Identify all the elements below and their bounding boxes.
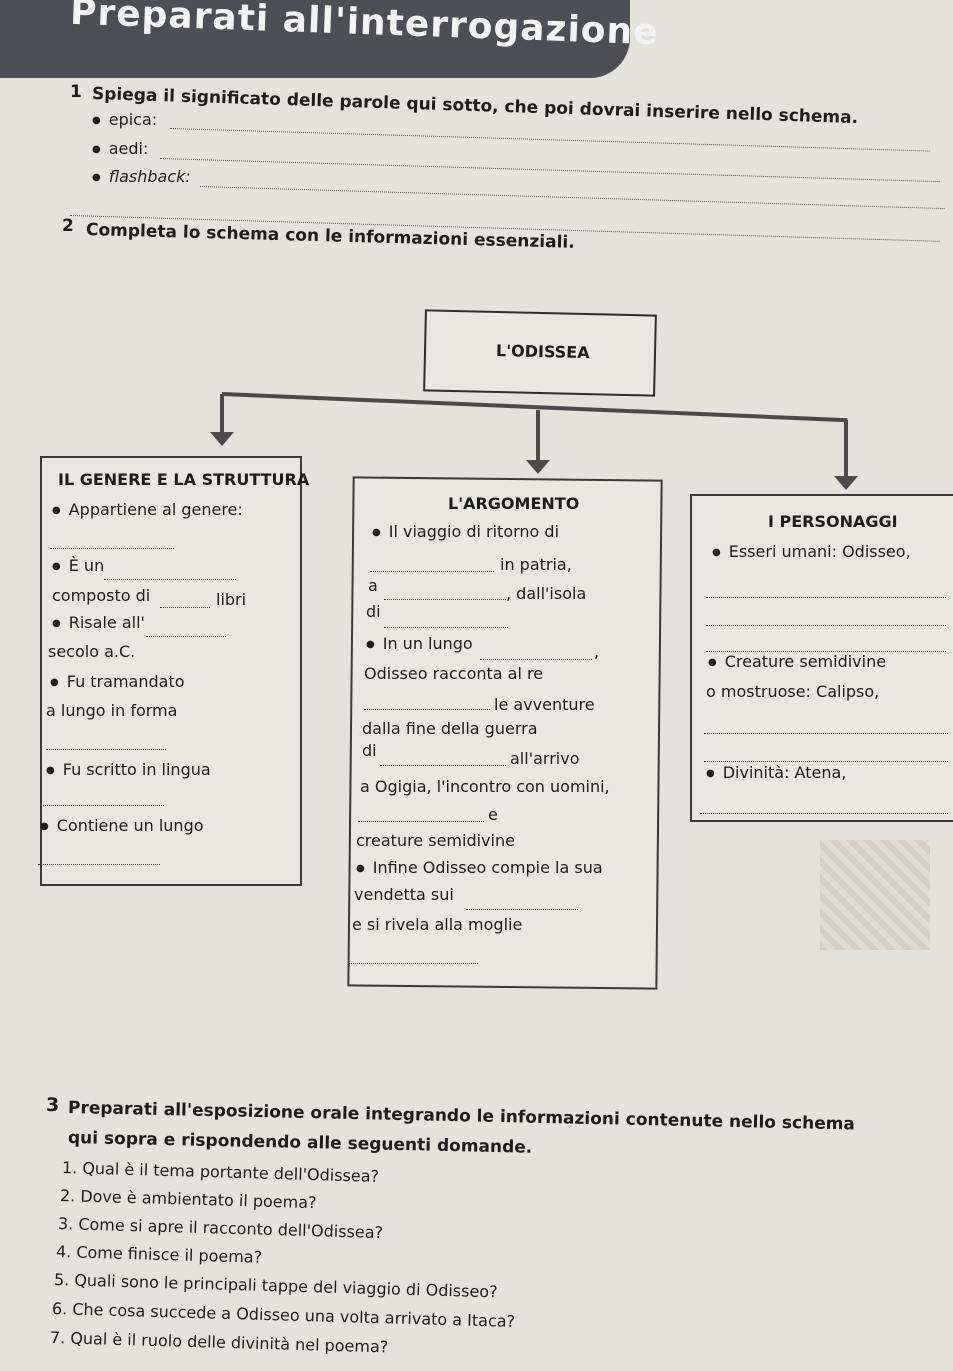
arrow-left (210, 432, 234, 446)
blank-umani-1[interactable] (706, 596, 946, 598)
question-item: 1. Qual è il tema portante dell'Odissea? (61, 1158, 380, 1186)
blank-moglie[interactable] (348, 962, 478, 964)
question-item: 6. Che cosa succede a Odisseo una volta … (51, 1299, 516, 1331)
question-item: 7. Qual è il ruolo delle divinità nel po… (49, 1328, 389, 1357)
exercise-3-instruction-2: qui sopra e rispondendo alle seguenti do… (67, 1128, 533, 1158)
schema-root-title: L'ODISSEA (495, 341, 590, 363)
question-item: 3. Come si apre il racconto dell'Odissea… (57, 1214, 384, 1243)
exercise-3-number: 3 (46, 1094, 60, 1116)
genere-title: IL GENERE E LA STRUTTURA (58, 470, 310, 489)
argomento-line: In un lungo (366, 634, 473, 653)
genere-line: Appartiene al genere: (52, 500, 243, 519)
schema-root-box: L'ODISSEA (423, 309, 657, 397)
blank-lingua[interactable] (40, 804, 164, 806)
exercise-2-number: 2 (62, 216, 74, 236)
argomento-line: dalla fine della guerra (362, 719, 538, 738)
term-epica: epica: (92, 110, 157, 129)
exercise-3-instruction-1: Preparati all'esposizione orale integran… (67, 1098, 856, 1135)
blank-divinita[interactable] (700, 812, 948, 814)
blank-isola[interactable] (384, 626, 508, 628)
exercise-2-instruction: Completa lo schema con le informazioni e… (85, 220, 575, 253)
personaggi-line: Esseri umani: Odisseo, (712, 542, 911, 561)
answer-line-epica[interactable] (169, 128, 930, 152)
exercise-1-instruction: Spiega il significato delle parole qui s… (91, 84, 859, 129)
argomento-line: di (366, 602, 381, 621)
exercise-1-number: 1 (70, 82, 82, 102)
genere-line: composto di (52, 586, 151, 605)
question-item: 5. Quali sono le principali tappe del vi… (53, 1270, 498, 1302)
genere-line: Fu scritto in lingua (46, 760, 211, 779)
blank-patria[interactable] (384, 598, 506, 600)
argomento-line: all'arrivo (510, 749, 580, 768)
argomento-title: L'ARGOMENTO (448, 494, 580, 513)
argomento-line: , (594, 642, 600, 661)
blank-uomini[interactable] (358, 820, 484, 822)
blank-guerra[interactable] (380, 764, 506, 766)
genere-line: a lungo in forma (46, 701, 178, 720)
blank-forma[interactable] (46, 748, 166, 750)
argomento-line: Odisseo racconta al re (364, 664, 544, 683)
argomento-line: vendetta sui (354, 885, 454, 904)
personaggi-line: Creature semidivine (708, 652, 886, 671)
blank-libri[interactable] (160, 606, 210, 608)
genere-line: Fu tramandato (50, 672, 185, 691)
connector-right (844, 420, 848, 478)
question-item: 2. Dove è ambientato il poema? (59, 1186, 317, 1213)
blank-vendetta[interactable] (466, 908, 578, 910)
genere-line: Risale all' (52, 613, 145, 632)
genere-line: Contiene un lungo (40, 816, 204, 835)
qr-code-icon (820, 840, 930, 950)
argomento-line: e (488, 805, 498, 824)
box-genere (40, 456, 302, 886)
blank-tipo[interactable] (104, 578, 236, 580)
personaggi-line: Divinità: Atena, (706, 763, 847, 782)
argomento-line: e si rivela alla moglie (352, 915, 523, 934)
argomento-line: creature semidivine (356, 831, 515, 850)
argomento-line: di (362, 741, 377, 760)
blank-creature-2[interactable] (704, 760, 948, 762)
genere-line: È un (52, 556, 104, 575)
argomento-line: Il viaggio di ritorno di (372, 522, 559, 541)
blank-secolo[interactable] (146, 635, 226, 637)
connector-center (536, 410, 540, 462)
blank-lungo[interactable] (38, 863, 160, 865)
blank-flashback[interactable] (480, 658, 592, 660)
title-band (0, 0, 630, 78)
blank-creature-1[interactable] (704, 732, 948, 734)
connector-left (220, 394, 224, 432)
question-item: 4. Come finisce il poema? (55, 1242, 263, 1267)
blank-re[interactable] (364, 708, 490, 710)
blank-genere[interactable] (50, 547, 174, 549)
genere-line: libri (216, 590, 247, 609)
blank-umani-2[interactable] (706, 624, 946, 626)
term-flashback: flashback: (92, 167, 191, 186)
personaggi-title: I PERSONAGGI (768, 512, 898, 531)
answer-line-flashback[interactable] (199, 186, 945, 210)
blank-eroe[interactable] (370, 570, 494, 572)
argomento-line: Infine Odisseo compie la sua (356, 858, 603, 877)
personaggi-line: o mostruose: Calipso, (706, 682, 880, 701)
argomento-line: le avventure (494, 695, 595, 714)
argomento-line: , dall'isola (506, 584, 587, 603)
arrow-right (834, 476, 858, 490)
connector-horizontal (221, 392, 848, 423)
argomento-line: a Ogigia, l'incontro con uomini, (360, 777, 610, 796)
term-aedi: aedi: (92, 139, 149, 158)
argomento-line: a (368, 576, 378, 595)
argomento-line: in patria, (500, 555, 572, 574)
answer-line-aedi[interactable] (159, 158, 940, 183)
genere-line: secolo a.C. (48, 642, 136, 661)
arrow-center (526, 460, 550, 474)
